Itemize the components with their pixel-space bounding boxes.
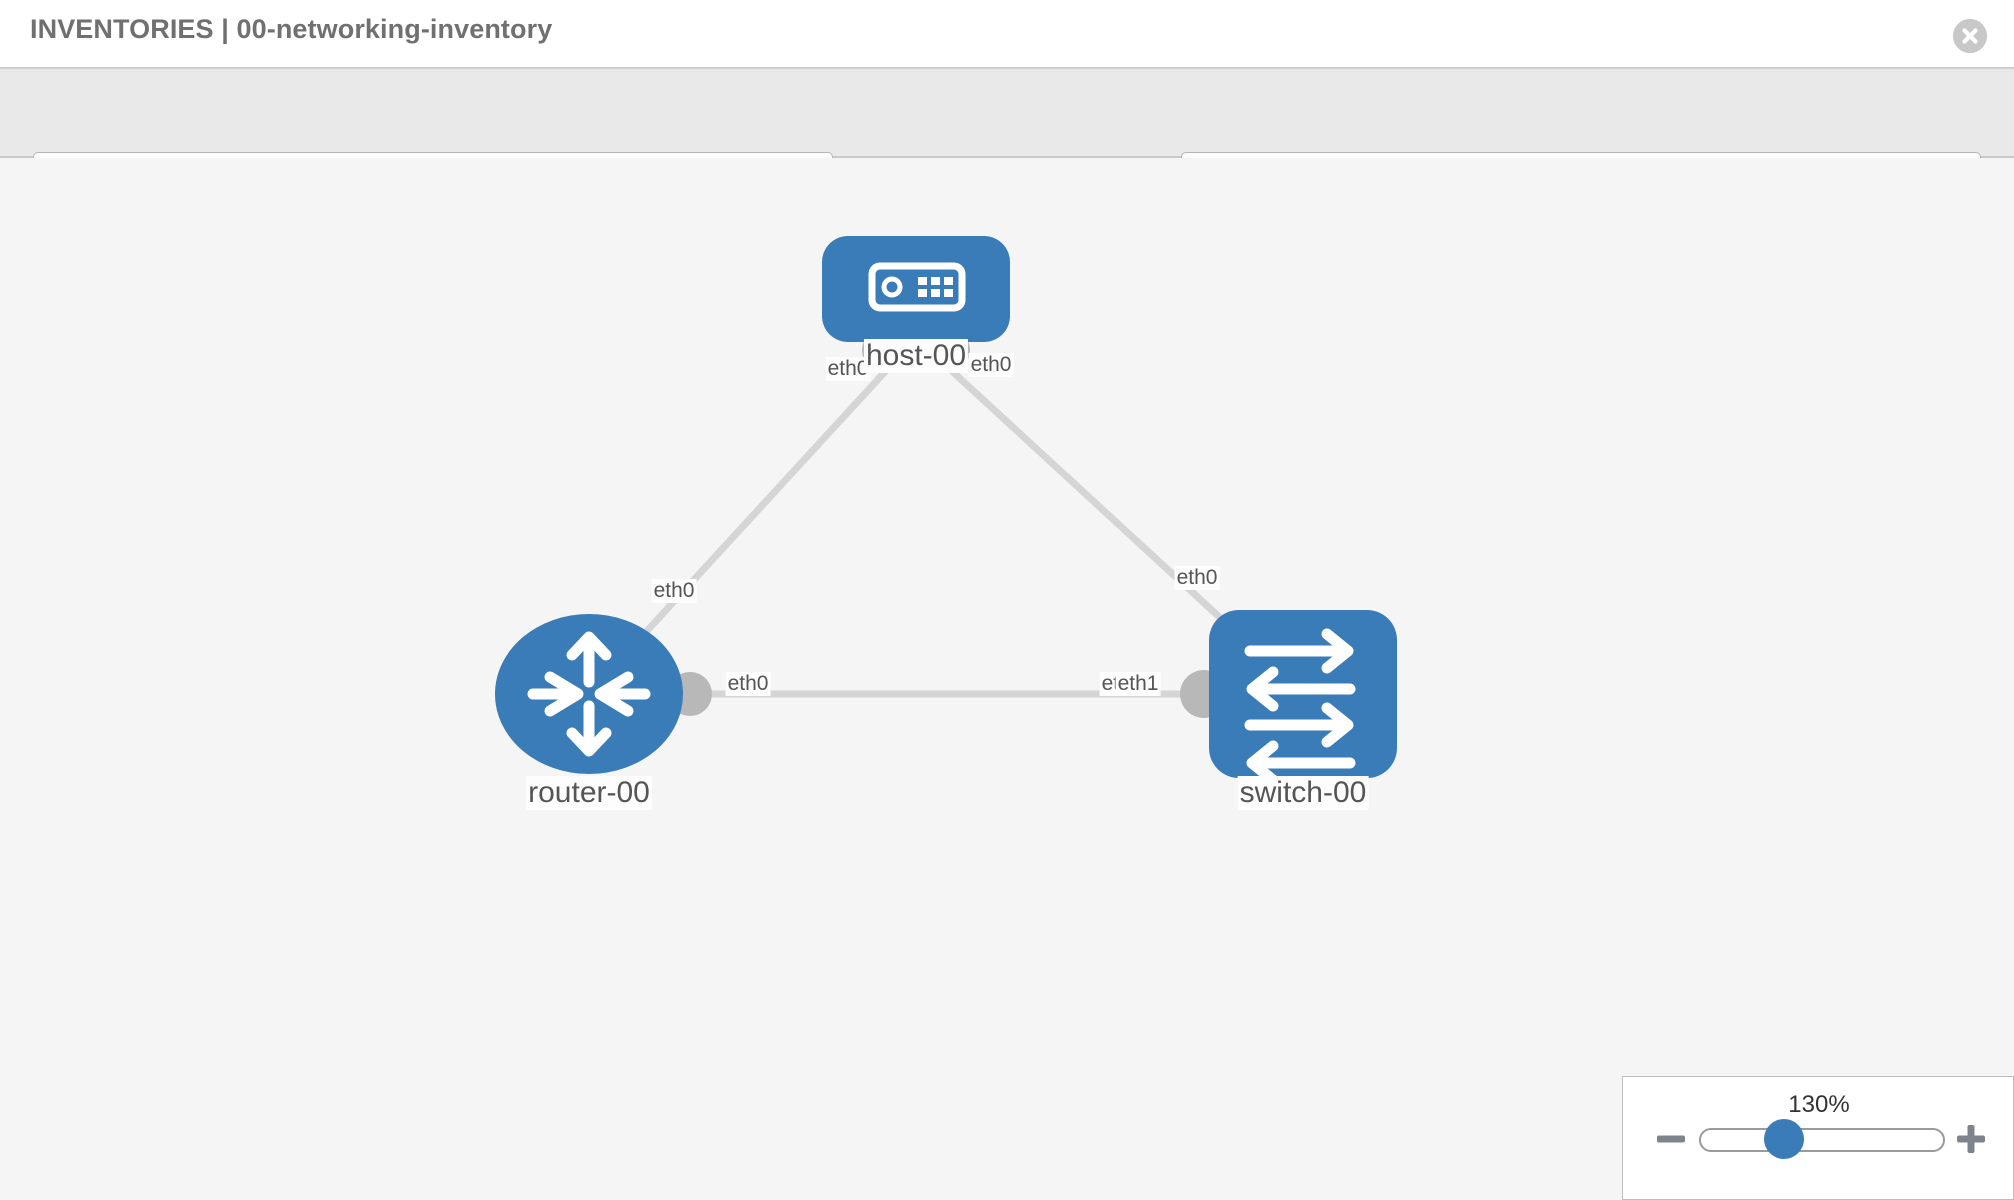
toolbar: ACTIONS SEARCH — [0, 69, 2014, 202]
interface-label: eth1 — [1115, 672, 1161, 696]
node-label-router: router-00 — [526, 776, 652, 810]
topology-canvas[interactable]: eth0 eth0 eth0 eth0 eth0 eth0 eth1 host-… — [0, 158, 2014, 1200]
zoom-in-button[interactable] — [1953, 1121, 1989, 1157]
switch-icon — [1244, 628, 1356, 786]
zoom-slider-track[interactable] — [1699, 1128, 1945, 1152]
interface-label: eth0 — [968, 353, 1014, 377]
interface-label: eth0 — [725, 672, 771, 696]
topology-graph — [495, 236, 1397, 786]
server-icon — [868, 262, 966, 312]
interface-label: eth0 — [651, 579, 697, 603]
router-icon — [527, 631, 651, 757]
titlebar: INVENTORIES | 00-networking-inventory — [0, 0, 2014, 69]
node-switch-00 — [1209, 610, 1397, 786]
node-label-host: host-00 — [863, 339, 969, 373]
node-label-switch: switch-00 — [1237, 776, 1369, 810]
interface-label: eth0 — [1174, 566, 1220, 590]
zoom-level-value: 130% — [1788, 1091, 1850, 1118]
zoom-out-button[interactable] — [1653, 1121, 1689, 1157]
node-router-00 — [495, 614, 683, 774]
page-title: INVENTORIES | 00-networking-inventory — [30, 14, 553, 44]
zoom-slider-handle[interactable] — [1764, 1119, 1804, 1159]
interface-label: eth0 — [825, 357, 871, 381]
zoom-control-panel: 130% — [1622, 1076, 2014, 1200]
links — [586, 335, 1306, 698]
close-icon[interactable] — [1953, 19, 1987, 53]
node-host-00 — [822, 236, 1010, 342]
